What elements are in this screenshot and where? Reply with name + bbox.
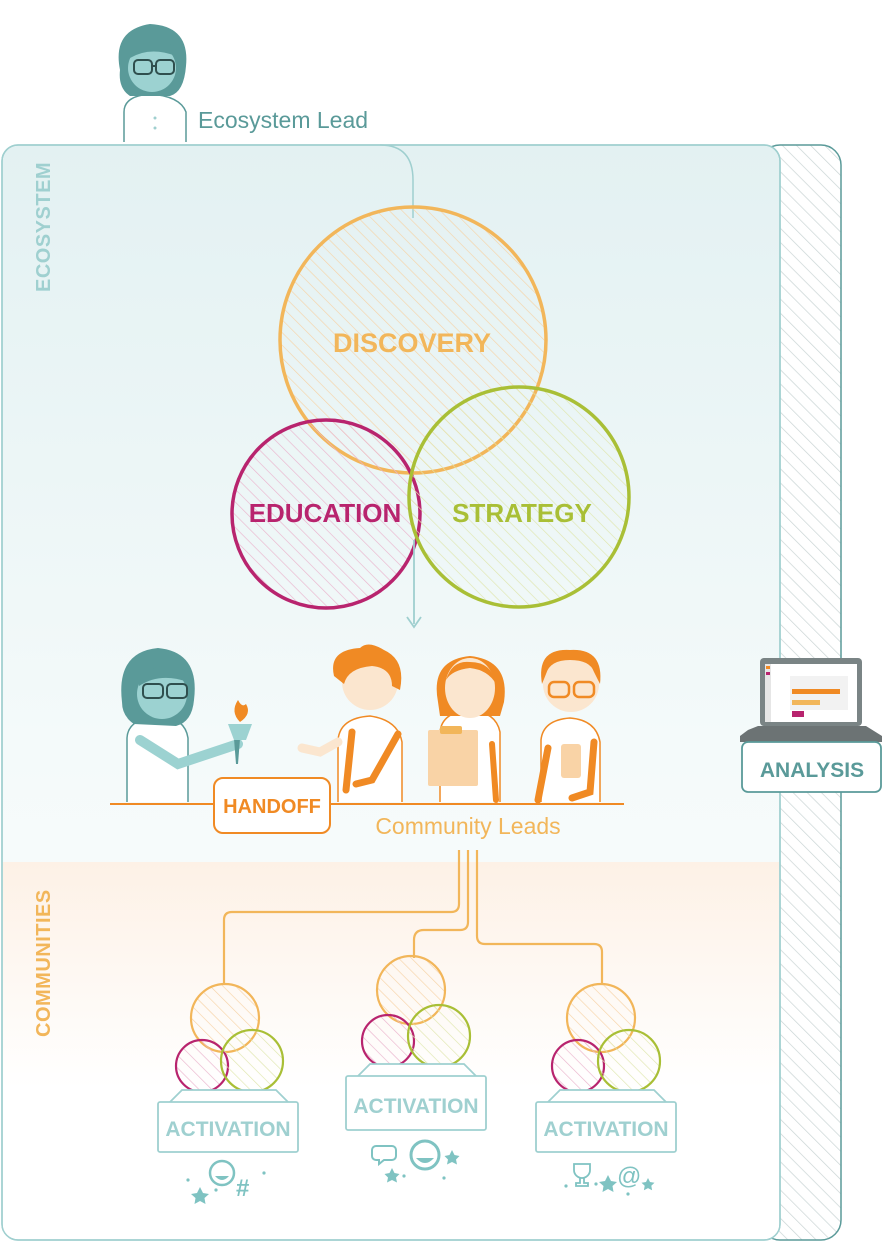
phone-icon (561, 744, 581, 778)
at-sign-icon: @ (617, 1163, 641, 1190)
trophy-icon (573, 1163, 591, 1187)
strategy-circle (407, 385, 631, 609)
community-lead-3 (534, 649, 601, 804)
communities-section-label: COMMUNITIES (33, 889, 55, 1037)
discovery-label: DISCOVERY (333, 328, 491, 358)
activation-label-1: ACTIVATION (165, 1118, 290, 1141)
star-icon (641, 1178, 655, 1191)
community-lead-1 (297, 644, 403, 802)
social-icons-3: @ (564, 1163, 655, 1196)
clipboard-icon (428, 730, 478, 786)
star-icon (191, 1187, 209, 1204)
community-leads-label: Community Leads (375, 813, 560, 839)
laughing-face-icon (208, 1159, 236, 1187)
venn-diagram: DISCOVERY EDUCATION STRATEGY (230, 205, 631, 629)
handoff-badge: HANDOFF (213, 777, 331, 834)
social-icons-2 (371, 1139, 460, 1183)
star-icon (444, 1150, 460, 1165)
star-icon (384, 1168, 400, 1183)
ecosystem-lead-label: Ecosystem Lead (198, 107, 368, 133)
handoff-scene (110, 644, 624, 805)
laughing-face-icon (409, 1139, 441, 1171)
analysis-label: ANALYSIS (760, 759, 864, 782)
hashtag-icon: # (236, 1175, 249, 1202)
ecosystem-section-label: ECOSYSTEM (33, 162, 55, 292)
activation-label-2: ACTIVATION (353, 1095, 478, 1118)
handoff-label: HANDOFF (223, 796, 321, 818)
star-icon (599, 1175, 617, 1192)
community-connectors (222, 850, 604, 985)
activation-label-3: ACTIVATION (543, 1118, 668, 1141)
community-lead-2 (428, 656, 505, 803)
analysis-laptop: ANALYSIS (740, 658, 882, 793)
strategy-label: STRATEGY (452, 498, 592, 528)
ecosystem-lead-avatar (118, 24, 187, 142)
torch-icon (228, 724, 252, 740)
activation-cluster-1: ACTIVATION # (157, 982, 299, 1204)
activation-cluster-3: ACTIVATION @ (535, 982, 677, 1196)
ecosystem-lead-handoff-figure (121, 648, 252, 802)
chat-bubble-icon (371, 1145, 397, 1167)
social-icons-1: # (186, 1159, 266, 1204)
activation-cluster-2: ACTIVATION (345, 954, 487, 1183)
education-label: EDUCATION (249, 498, 402, 528)
